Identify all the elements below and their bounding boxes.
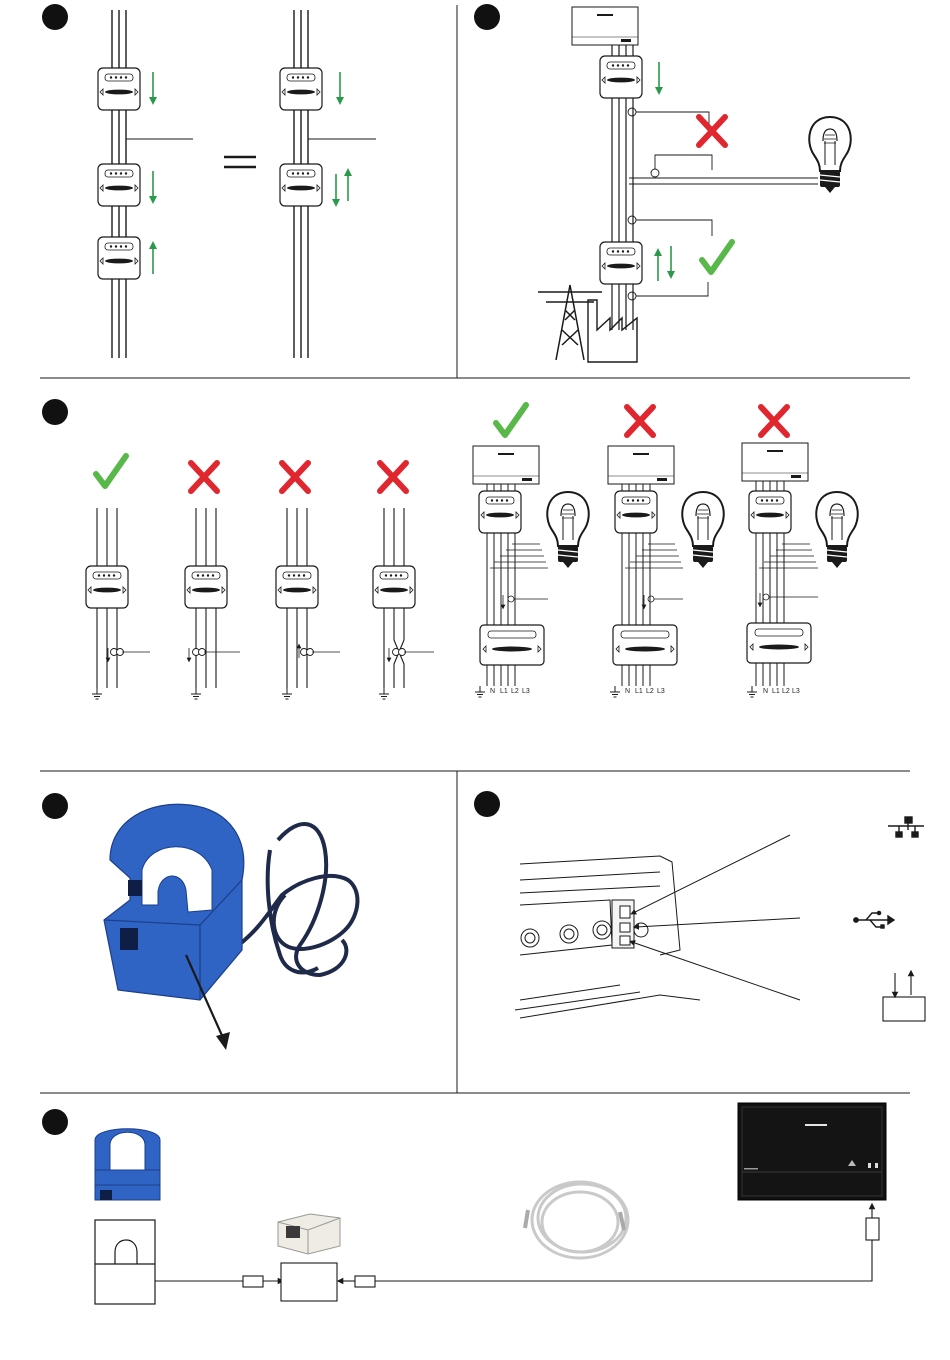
meter-top-right <box>280 68 322 110</box>
flow-arrow-up <box>149 241 157 274</box>
cross-icon <box>761 407 787 435</box>
svg-text:N: N <box>490 688 495 695</box>
flow-arrow-down <box>149 72 157 105</box>
light-bulb-icon <box>809 117 850 193</box>
equals-sign <box>224 157 256 167</box>
ground-icon <box>191 688 201 699</box>
port-pointer-lines <box>632 835 800 1000</box>
cross-icon <box>282 463 308 491</box>
light-bulb-icon <box>816 492 857 568</box>
svg-text:L1: L1 <box>500 688 508 695</box>
cross-icon <box>380 463 406 491</box>
svg-text:L2: L2 <box>646 688 654 695</box>
cross-icon <box>191 463 217 491</box>
inverter-unit <box>608 446 674 484</box>
section-sensor-placement <box>538 7 851 362</box>
step-badge-1 <box>42 4 68 30</box>
inverter-unit-large <box>738 1103 886 1200</box>
svg-text:N: N <box>625 688 630 695</box>
flow-arrow-up <box>654 248 662 281</box>
sensor-wiring <box>628 108 818 300</box>
usb-icon <box>854 911 894 928</box>
clamp-photo <box>95 1129 160 1200</box>
meter-grid <box>600 242 642 284</box>
section-cabling <box>95 1103 886 1304</box>
flow-arrow-down <box>149 171 157 204</box>
meter-bottom-left <box>98 237 140 279</box>
cross-icon <box>627 407 653 435</box>
section-inverter-ports <box>515 817 925 1021</box>
variant-wrong-3 <box>373 463 434 699</box>
network-icon <box>888 817 924 837</box>
flow-arrow-down <box>655 62 663 95</box>
section-current-clamp <box>104 804 357 1050</box>
light-bulb-icon <box>547 492 588 568</box>
meter-mid-left <box>98 164 140 206</box>
inverter-unit <box>473 446 539 484</box>
clamp-schematic <box>95 1220 155 1304</box>
flow-arrow-up <box>344 168 352 201</box>
meter-mid-right <box>280 164 322 206</box>
svg-text:L1: L1 <box>772 688 780 695</box>
light-bulb-icon <box>682 492 723 568</box>
svg-text:L2: L2 <box>782 688 790 695</box>
step-badge-3 <box>42 399 68 425</box>
flow-arrow-down <box>336 72 344 105</box>
ground-icon <box>747 686 757 697</box>
svg-text:L2: L2 <box>511 688 519 695</box>
network-cable-photo <box>525 1182 628 1258</box>
variant-wrong-2 <box>276 463 340 699</box>
ground-icon <box>475 686 485 697</box>
svg-text:L3: L3 <box>657 688 665 695</box>
inverter-unit <box>742 443 808 481</box>
inverter-unit <box>572 7 638 45</box>
meter-top-left <box>98 68 140 110</box>
cable-schematic <box>155 1206 879 1301</box>
io-port-icon <box>883 973 925 1021</box>
flow-arrow-down <box>667 246 675 279</box>
check-icon <box>702 242 732 272</box>
clamp-cable <box>232 824 357 975</box>
ground-icon <box>379 688 389 699</box>
meter-supply <box>600 56 642 98</box>
step-badge-6 <box>42 1109 68 1135</box>
coupler-photo <box>278 1214 340 1254</box>
step-badge-4 <box>42 793 68 819</box>
check-icon <box>96 456 126 486</box>
step-badge-2 <box>474 4 500 30</box>
ground-icon <box>282 688 292 699</box>
section-meter-direction <box>98 10 376 358</box>
ground-icon <box>610 686 620 697</box>
flow-arrow-down <box>332 174 340 207</box>
svg-text:N: N <box>763 688 768 695</box>
inverter-port-panel <box>515 856 700 1018</box>
step-badge-5 <box>474 791 500 817</box>
check-icon <box>496 405 526 435</box>
svg-text:L3: L3 <box>792 688 800 695</box>
cross-icon <box>699 117 725 145</box>
variant-correct <box>86 456 150 699</box>
current-clamp-sensor <box>104 804 244 1000</box>
variant-wrong-1 <box>185 463 240 699</box>
svg-text:L1: L1 <box>635 688 643 695</box>
power-pylon-icon <box>538 285 602 360</box>
ground-icon <box>92 688 102 699</box>
svg-text:L3: L3 <box>522 688 530 695</box>
